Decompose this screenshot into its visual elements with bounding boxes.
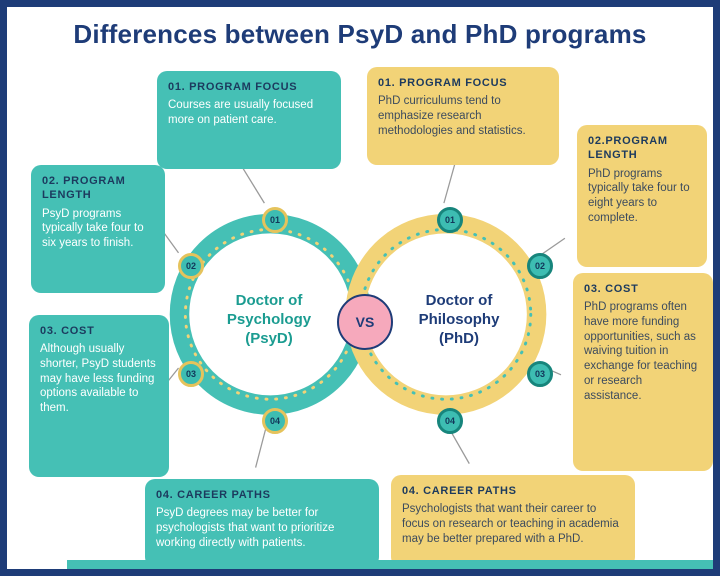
phd-node-04: 04 bbox=[437, 408, 463, 434]
connector-line bbox=[443, 160, 457, 204]
phd-node-01: 01 bbox=[437, 207, 463, 233]
phd-career-paths-box: 04. CAREER PATHS Psychologists that want… bbox=[391, 475, 635, 567]
page-title: Differences between PsyD and PhD program… bbox=[73, 19, 647, 49]
phd-node-02: 02 bbox=[527, 253, 553, 279]
box-body: Courses are usually focused more on pati… bbox=[168, 99, 314, 127]
footer-strip bbox=[67, 560, 713, 569]
connector-line bbox=[240, 164, 265, 204]
box-body: PhD programs typically take four to eigh… bbox=[588, 167, 690, 224]
psyd-node-03: 03 bbox=[178, 361, 204, 387]
phd-program-length-box: 02.PROGRAM LENGTH PhD programs typically… bbox=[577, 125, 707, 267]
connector-line bbox=[162, 231, 180, 254]
psyd-program-length-box: 02. PROGRAM LENGTH PsyD programs typical… bbox=[31, 165, 165, 293]
box-body: PsyD programs typically take four to six… bbox=[42, 207, 144, 250]
psyd-career-paths-box: 04. CAREER PATHS PsyD degrees may be bet… bbox=[145, 479, 379, 567]
box-heading: 02. PROGRAM LENGTH bbox=[42, 175, 126, 202]
psyd-circle-label: Doctor of Psychology (PsyD) bbox=[226, 292, 312, 347]
psyd-node-01: 01 bbox=[262, 207, 288, 233]
box-body: PhD programs often have more funding opp… bbox=[584, 301, 698, 402]
box-body: Psychologists that want their career to … bbox=[402, 503, 619, 545]
box-heading: 03. COST bbox=[584, 283, 639, 295]
box-heading: 01. PROGRAM FOCUS bbox=[168, 81, 298, 93]
phd-program-focus-box: 01. PROGRAM FOCUS PhD curriculums tend t… bbox=[367, 67, 559, 165]
psyd-node-04: 04 bbox=[262, 408, 288, 434]
vs-badge: VS bbox=[337, 294, 393, 350]
box-heading: 04. CAREER PATHS bbox=[156, 489, 271, 501]
psyd-program-focus-box: 01. PROGRAM FOCUS Courses are usually fo… bbox=[157, 71, 341, 169]
box-body: Although usually shorter, PsyD students … bbox=[40, 343, 156, 415]
phd-node-03: 03 bbox=[527, 361, 553, 387]
phd-circle-label: Doctor of Philosophy (PhD) bbox=[418, 292, 500, 347]
box-body: PhD curriculums tend to emphasize resear… bbox=[378, 95, 526, 137]
box-heading: 01. PROGRAM FOCUS bbox=[378, 77, 508, 89]
box-body: PsyD degrees may be better for psycholog… bbox=[156, 507, 335, 549]
psyd-node-02: 02 bbox=[178, 253, 204, 279]
phd-cost-box: 03. COST PhD programs often have more fu… bbox=[573, 273, 713, 471]
psyd-cost-box: 03. COST Although usually shorter, PsyD … bbox=[29, 315, 169, 477]
box-heading: 02.PROGRAM LENGTH bbox=[588, 135, 668, 162]
connector-line bbox=[539, 237, 566, 257]
box-heading: 03. COST bbox=[40, 325, 95, 337]
box-heading: 04. CAREER PATHS bbox=[402, 485, 517, 497]
